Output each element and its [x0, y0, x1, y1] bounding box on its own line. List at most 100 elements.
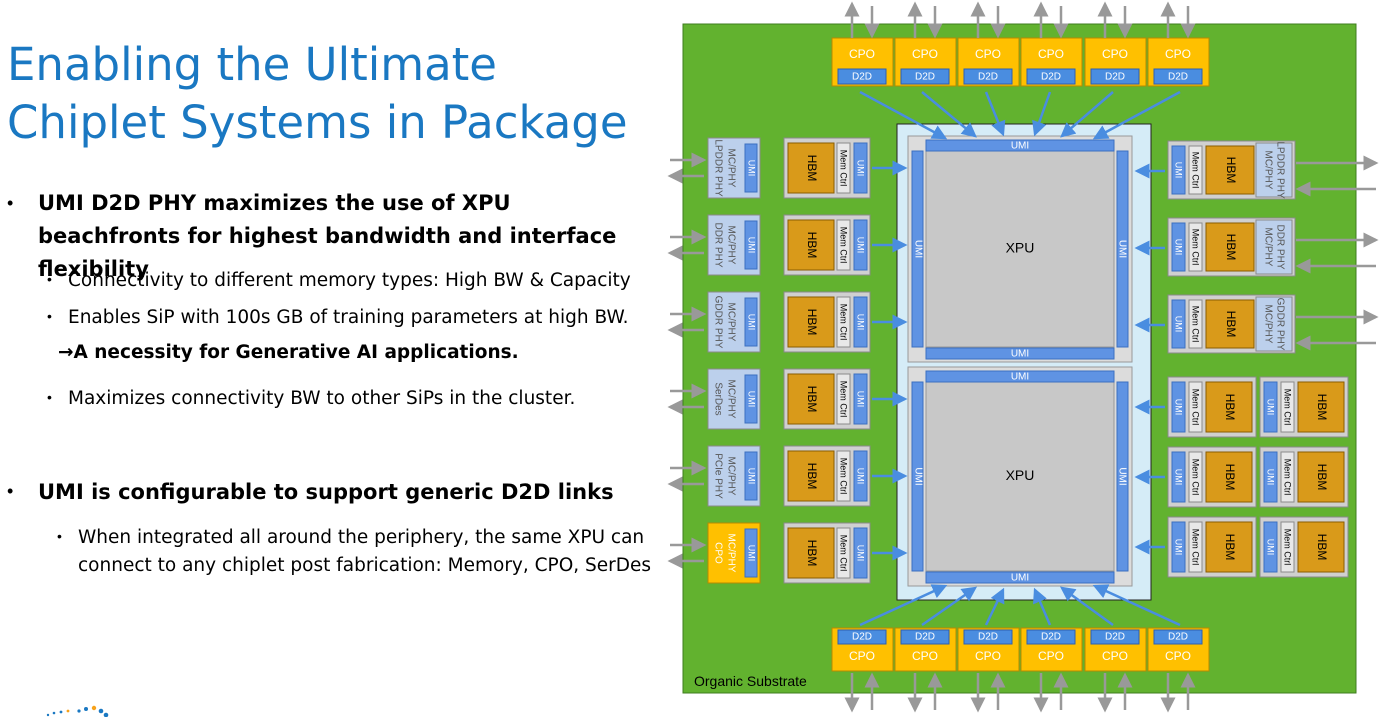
mem-ctrl-block [836, 296, 851, 348]
phy-name: LPDDR PHY [1274, 141, 1285, 199]
umi-block [1263, 521, 1278, 573]
d2d-block [963, 68, 1013, 85]
umi-label: UMI [1174, 539, 1184, 556]
umi-block [853, 296, 868, 348]
mem-ctrl-block [1188, 299, 1203, 349]
hbm-block [1205, 451, 1253, 503]
d2d-link-arrow [984, 91, 1006, 137]
cpo-label: CPO [1038, 649, 1064, 663]
phy-mc-label: MC/PHY [725, 457, 736, 496]
mem-ctrl-block [836, 142, 851, 194]
phy-mc-label: MC/PHY [1262, 151, 1273, 190]
mem-ctrl-label: Mem Ctrl [1283, 389, 1293, 426]
umi-label: UMI [856, 314, 866, 331]
umi-block [1171, 381, 1186, 433]
d2d-link-arrow [1092, 584, 1181, 627]
hbm-block [1205, 299, 1255, 349]
d2d-link-arrow [1060, 91, 1114, 138]
d2d-link-arrow [859, 90, 948, 140]
sub-bullet-1-1: Connectivity to different memory types: … [68, 270, 631, 291]
sub-bullet-2-1: When integrated all around the periphery… [78, 527, 652, 576]
umi-bar-bottom [925, 347, 1115, 360]
umi-label: UMI [747, 391, 757, 408]
cpo-label: CPO [912, 47, 938, 61]
hbm-label: HBM [805, 386, 819, 413]
phy-name: PCIe PHY [712, 453, 723, 499]
hbm-label: HBM [805, 155, 819, 182]
hbm-block [1205, 222, 1255, 272]
bullet-1: UMI D2D PHY maximizes the use of XPU bea… [38, 191, 617, 281]
umi-block [1171, 521, 1186, 573]
mem-ctrl-block [836, 219, 851, 271]
hbm-block [1297, 451, 1345, 503]
hbm-label: HBM [1315, 534, 1329, 561]
cpo-label: CPO [912, 649, 938, 663]
hbm-label: HBM [1223, 394, 1237, 421]
umi-block [1263, 451, 1278, 503]
umi-label: UMI [747, 545, 757, 562]
umi-label: UMI [1011, 372, 1029, 383]
d2d-link-arrow [1033, 587, 1052, 626]
d2d-block [1026, 68, 1076, 85]
umi-label: UMI [1266, 469, 1276, 486]
phy-mc-label: MC/PHY [725, 534, 736, 573]
umi-label: UMI [1174, 469, 1184, 486]
d2d-link-arrow [1059, 586, 1114, 627]
xpu-label: XPU [1006, 467, 1035, 483]
mem-ctrl-block [1188, 222, 1203, 272]
umi-bar-right [1116, 381, 1129, 572]
umi-block [744, 374, 758, 424]
d2d-block [837, 68, 887, 85]
hbm-block [1297, 521, 1345, 573]
d2d-block [900, 629, 950, 645]
umi-label: UMI [1266, 399, 1276, 416]
d2d-block [1026, 629, 1076, 645]
umi-label: UMI [856, 391, 866, 408]
hbm-block [1205, 145, 1255, 195]
d2d-label: D2D [1105, 72, 1125, 83]
callout-text: →A necessity for Generative AI applicati… [58, 342, 519, 363]
d2d-link-arrow [921, 586, 978, 627]
mem-ctrl-label: Mem Ctrl [1191, 529, 1201, 566]
mem-ctrl-label: Mem Ctrl [839, 458, 849, 495]
mem-ctrl-label: Mem Ctrl [1191, 389, 1201, 426]
umi-label: UMI [856, 160, 866, 177]
d2d-block [1090, 68, 1140, 85]
umi-label: UMI [747, 160, 757, 177]
mem-ctrl-block [1280, 451, 1295, 503]
hbm-label: HBM [1224, 157, 1238, 184]
umi-label: UMI [747, 237, 757, 254]
phy-name: LPDDR PHY [712, 139, 723, 197]
sub-bullet-1-3: Maximizes connectivity BW to other SiPs … [68, 388, 576, 409]
phy-name: DDR PHY [1274, 224, 1285, 269]
sub-bullet-dot: • [47, 389, 52, 405]
hbm-block [787, 142, 835, 194]
mem-ctrl-label: Mem Ctrl [839, 150, 849, 187]
umi-block [853, 527, 868, 579]
cpo-label: CPO [1165, 649, 1191, 663]
umi-label: UMI [747, 314, 757, 331]
mem-ctrl-label: Mem Ctrl [839, 381, 849, 418]
umi-bar-right [1116, 150, 1129, 348]
hbm-label: HBM [1315, 394, 1329, 421]
hbm-block [787, 373, 835, 425]
cpo-label: CPO [1165, 47, 1191, 61]
d2d-link-arrow [984, 587, 1005, 626]
hbm-block [787, 296, 835, 348]
mem-ctrl-label: Mem Ctrl [839, 304, 849, 341]
cpo-label: CPO [849, 649, 875, 663]
phy-chiplet-right [1255, 142, 1293, 198]
d2d-link-arrow [921, 91, 977, 138]
umi-block [853, 373, 868, 425]
umi-block [744, 220, 758, 270]
mem-ctrl-block [1280, 521, 1295, 573]
phy-mc-label: MC/PHY [725, 226, 736, 265]
hbm-label: HBM [805, 540, 819, 567]
umi-block [1171, 299, 1186, 349]
umi-bar-top [925, 139, 1115, 152]
umi-label: UMI [912, 467, 923, 485]
logo-icon [46, 705, 109, 717]
hbm-label: HBM [1223, 534, 1237, 561]
hbm-block [787, 219, 835, 271]
